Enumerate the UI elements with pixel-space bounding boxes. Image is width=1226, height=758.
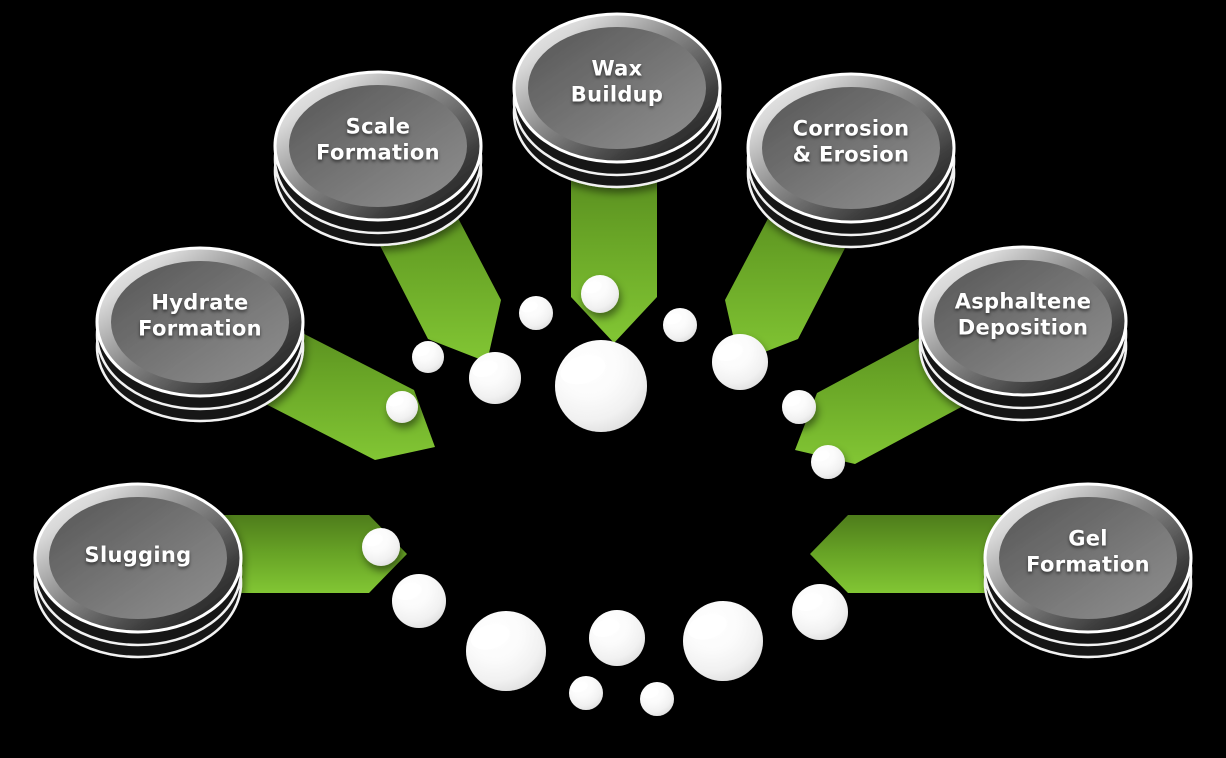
bubble-body — [792, 584, 848, 640]
bubble-highlight — [583, 281, 602, 294]
bubble — [663, 308, 697, 342]
disc-corrosion-erosion — [746, 72, 956, 249]
bubble — [712, 334, 768, 390]
disc-face — [49, 497, 227, 619]
disc-face — [111, 261, 289, 383]
bubble-body — [362, 528, 400, 566]
bubble-body — [412, 341, 444, 373]
bubble-highlight — [472, 360, 498, 378]
bubble-highlight — [387, 396, 404, 407]
bubble — [640, 682, 674, 716]
bubble-highlight — [813, 450, 830, 462]
bubble-highlight — [413, 346, 430, 357]
disc-face — [999, 497, 1177, 619]
bubble-body — [392, 574, 446, 628]
bubble-body — [589, 610, 645, 666]
bubble — [811, 445, 845, 479]
bubble — [581, 275, 619, 313]
disc-face — [528, 27, 706, 149]
bubble-highlight — [521, 301, 538, 313]
bubble-highlight — [642, 687, 659, 699]
disc-wax-buildup — [512, 12, 722, 189]
bubble-highlight — [364, 534, 383, 547]
bubble — [362, 528, 400, 566]
bubble-highlight — [665, 313, 682, 325]
bubble-highlight — [470, 623, 510, 650]
disc-slugging — [33, 482, 243, 659]
bubble-body — [519, 296, 553, 330]
bubble-highlight — [560, 354, 606, 385]
bubble — [412, 341, 444, 373]
bubble-body — [555, 340, 647, 432]
bubble — [589, 610, 645, 666]
disc-face — [289, 85, 467, 207]
bubble — [683, 601, 763, 681]
bubble — [519, 296, 553, 330]
bubble-highlight — [715, 343, 743, 361]
disc-face — [762, 87, 940, 209]
bubble — [392, 574, 446, 628]
bubble-body — [569, 676, 603, 710]
bubble-body — [811, 445, 845, 479]
disc-asphaltene-deposition — [918, 245, 1128, 422]
disc-hydrate-formation — [95, 246, 305, 423]
bubble-highlight — [571, 681, 588, 693]
bubble-highlight — [795, 593, 823, 611]
bubble — [386, 391, 418, 423]
bubble-body — [782, 390, 816, 424]
bubble-body — [469, 352, 521, 404]
disc-gel-formation — [983, 482, 1193, 659]
bubble — [782, 390, 816, 424]
bubble-body — [386, 391, 418, 423]
discs — [33, 12, 1193, 659]
bubble — [569, 676, 603, 710]
bubble — [469, 352, 521, 404]
bubble-body — [663, 308, 697, 342]
bubble — [466, 611, 546, 691]
bubble-body — [581, 275, 619, 313]
bubble-highlight — [592, 619, 620, 637]
disc-scale-formation — [273, 70, 483, 247]
disc-face — [934, 260, 1112, 382]
bubble — [555, 340, 647, 432]
bubble-body — [712, 334, 768, 390]
bubble-body — [640, 682, 674, 716]
bubble-highlight — [784, 395, 801, 407]
bubble-body — [466, 611, 546, 691]
bubbles — [362, 275, 848, 716]
bubble-body — [683, 601, 763, 681]
bubble-highlight — [395, 582, 422, 601]
bubble-highlight — [687, 613, 727, 640]
bubble — [792, 584, 848, 640]
